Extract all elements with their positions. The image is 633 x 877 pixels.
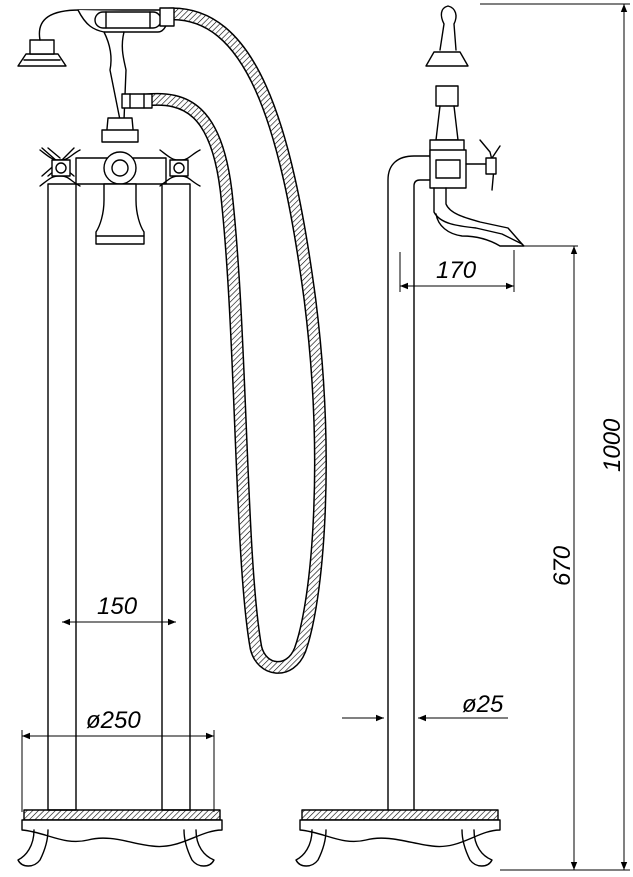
front-base xyxy=(17,809,223,867)
dim-label-1000: 1000 xyxy=(599,418,626,472)
front-view xyxy=(17,7,327,867)
dim-label-170: 170 xyxy=(436,257,477,284)
dim-label-670: 670 xyxy=(549,545,576,586)
hand-shower xyxy=(17,7,175,121)
dim-label-150: 150 xyxy=(97,593,138,620)
dim-label-250: ø250 xyxy=(86,707,141,734)
left-cross-handle xyxy=(39,147,81,187)
dim-label-25: ø25 xyxy=(462,691,504,718)
right-cross-handle xyxy=(159,149,201,187)
side-view xyxy=(295,5,525,867)
